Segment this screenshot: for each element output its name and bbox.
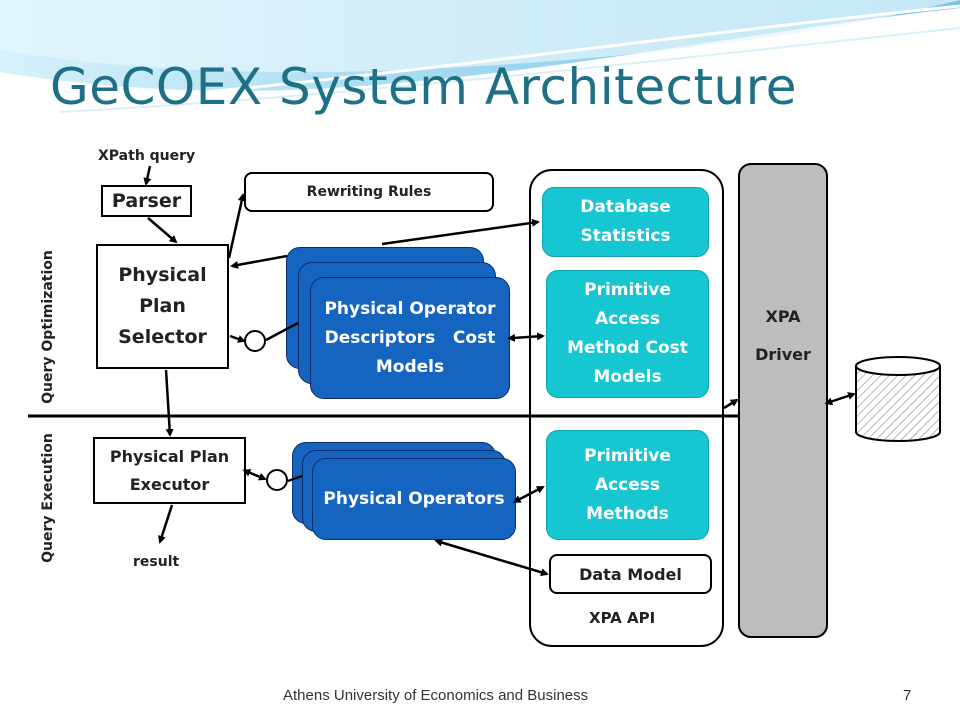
operator-descriptors-line-2: Descriptors Cost xyxy=(324,327,496,348)
header-wave-decoration xyxy=(0,0,960,113)
database-statistics-box: Database Statistics xyxy=(542,187,709,257)
physical-plan-selector-box: Physical Plan Selector xyxy=(96,244,229,369)
database-statistics-line-1: Database xyxy=(580,197,671,217)
xpa-driver-line-1: XPA xyxy=(765,307,801,326)
operator-descriptors-line-1: Physical Operator xyxy=(324,298,496,319)
database-cylinder xyxy=(855,356,941,442)
physical-plan-selector-line-3: Selector xyxy=(118,326,207,348)
physical-plan-selector-line-2: Plan xyxy=(139,295,186,317)
xpa-driver-line-2: Driver xyxy=(755,345,811,364)
pam-cost-line-2: Access xyxy=(594,309,661,329)
primitive-access-methods-box: Primitive Access Methods xyxy=(546,430,709,540)
xpa-api-label: XPA API xyxy=(589,609,656,627)
pam-line-1: Primitive xyxy=(584,445,671,466)
pam-cost-line-1: Primitive xyxy=(584,280,671,300)
pam-line-2: Access xyxy=(594,474,661,495)
pam-line-3: Methods xyxy=(586,503,669,524)
slide-title: GeCOEX System Architecture xyxy=(50,58,797,116)
physical-operators-box: Physical Operators xyxy=(312,458,516,540)
data-model-box: Data Model xyxy=(549,554,712,594)
pam-cost-line-3: Method Cost xyxy=(567,338,688,358)
rewriting-rules-box: Rewriting Rules xyxy=(244,172,494,212)
database-statistics-line-2: Statistics xyxy=(580,226,671,246)
primitive-access-method-cost-models-box: Primitive Access Method Cost Models xyxy=(546,270,709,398)
pam-cost-line-4: Models xyxy=(593,367,662,387)
parser-box: Parser xyxy=(101,185,192,217)
operator-descriptors-line-3: Models xyxy=(375,356,445,377)
physical-plan-executor-line-1: Physical Plan xyxy=(109,446,230,466)
xpa-driver-label: XPA Driver xyxy=(739,298,827,374)
physical-plan-selector-line-1: Physical xyxy=(118,264,207,286)
physical-plan-executor-line-2: Executor xyxy=(129,474,210,494)
xpath-query-label: XPath query xyxy=(98,148,196,164)
physical-operator-descriptors-box: Physical Operator Descriptors Cost Model… xyxy=(310,277,510,399)
page-number: 7 xyxy=(903,687,912,704)
result-label: result xyxy=(133,554,180,570)
physical-plan-executor-box: Physical Plan Executor xyxy=(93,437,246,504)
footer-institution: Athens University of Economics and Busin… xyxy=(283,687,589,704)
